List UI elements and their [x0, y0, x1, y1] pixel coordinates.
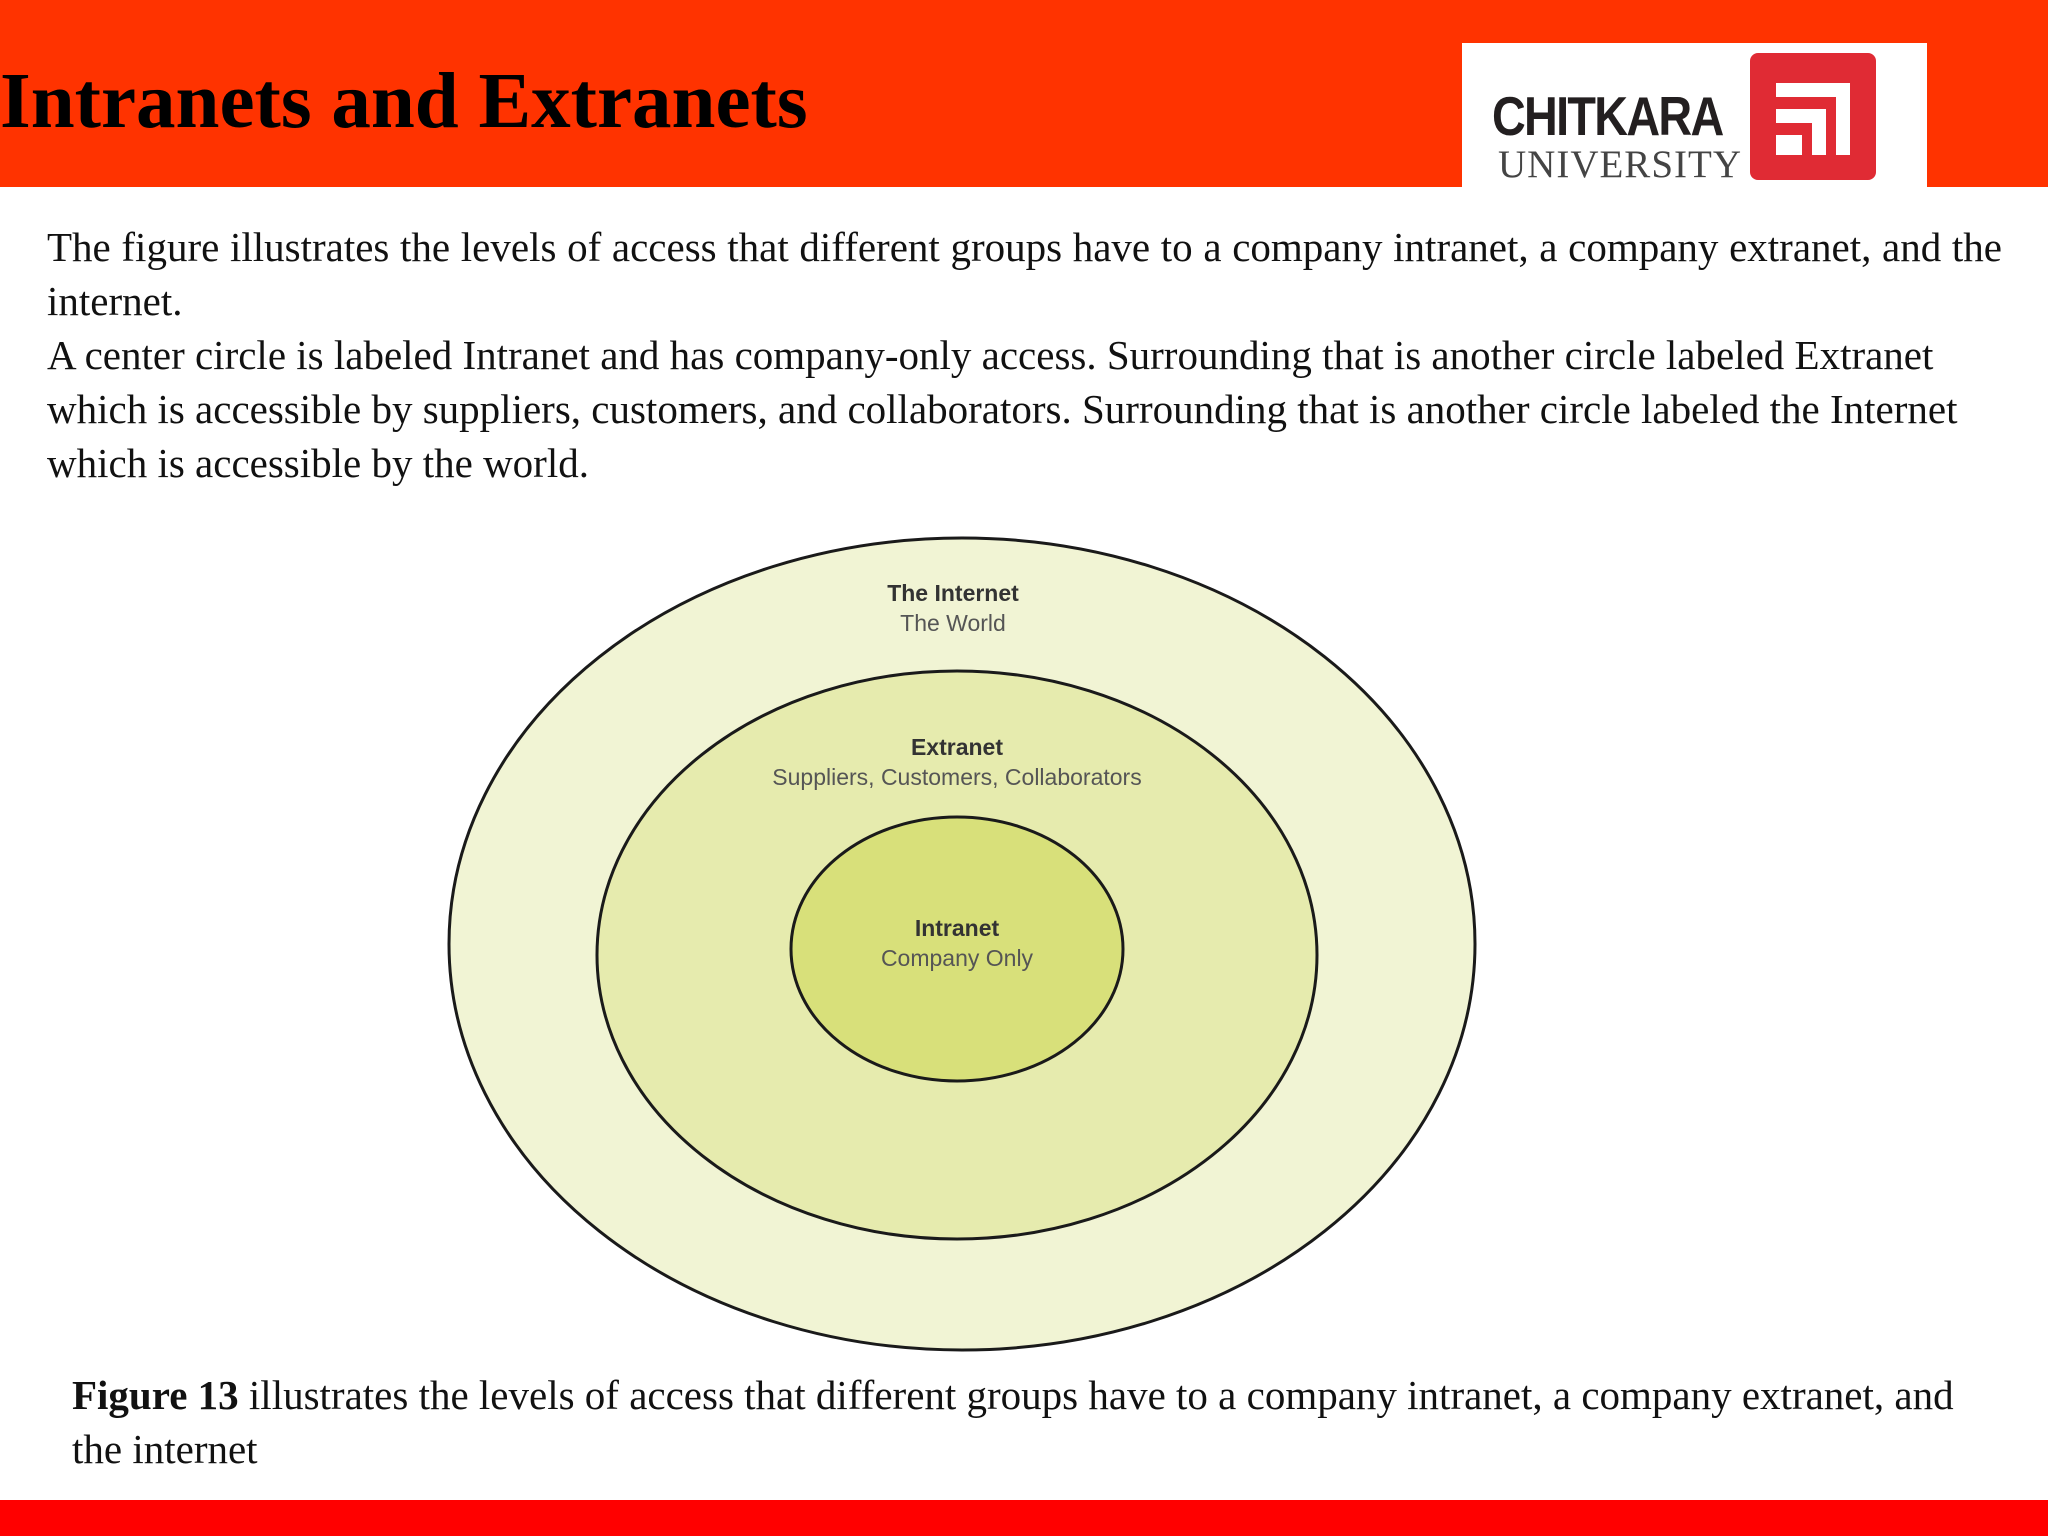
- intranet-ring: [789, 815, 1125, 1083]
- university-logo: CHITKARA UNIVERSITY: [1462, 43, 1927, 187]
- internet-title: The Internet: [887, 580, 1019, 606]
- internet-audience: The World: [900, 610, 1006, 636]
- logo-subtitle: UNIVERSITY: [1498, 143, 1742, 186]
- description: The figure illustrates the levels of acc…: [47, 220, 2002, 490]
- figure-caption-text: illustrates the levels of access that di…: [72, 1372, 1954, 1472]
- footer-bar: [0, 1500, 2048, 1536]
- slide-title: Intranets and Extranets: [0, 58, 808, 145]
- intranet-title: Intranet: [915, 915, 1000, 941]
- chitkara-logo-mark-icon: [1750, 53, 1876, 180]
- logo-name: CHITKARA: [1492, 85, 1724, 147]
- extranet-audience: Suppliers, Customers, Collaborators: [772, 764, 1141, 790]
- description-paragraph-1: The figure illustrates the levels of acc…: [47, 224, 2002, 324]
- description-paragraph-2: A center circle is labeled Intranet and …: [47, 332, 1958, 486]
- figure-caption: Figure 13 illustrates the levels of acce…: [72, 1368, 1972, 1476]
- extranet-title: Extranet: [911, 734, 1003, 760]
- figure-label: Figure 13: [72, 1372, 239, 1418]
- intranet-audience: Company Only: [881, 945, 1034, 971]
